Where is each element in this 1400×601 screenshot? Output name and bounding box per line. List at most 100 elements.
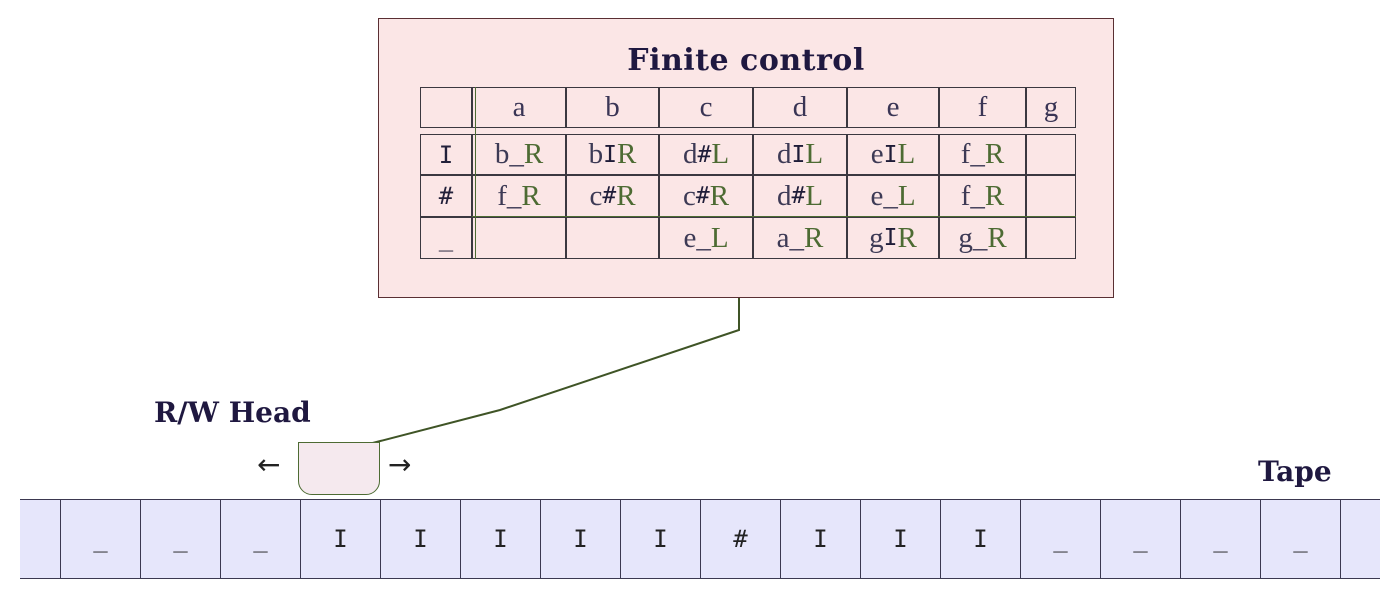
tape-cell: I: [940, 500, 1020, 578]
write-symbol: _: [789, 221, 805, 254]
next-state: d: [776, 138, 792, 170]
transition-cell: c#R: [659, 175, 753, 217]
transition-cell: e_L: [847, 175, 939, 217]
table-corner-cell: [420, 87, 472, 128]
write-symbol: _: [506, 179, 522, 212]
write-symbol: _: [970, 138, 985, 170]
tape-cell: I: [540, 500, 620, 578]
symbol-row-header: I: [420, 134, 472, 175]
write-symbol: I: [883, 141, 898, 168]
next-state: f: [960, 138, 971, 170]
write-symbol: _: [970, 179, 985, 212]
next-state: c: [589, 179, 603, 212]
move-direction: R: [804, 221, 824, 254]
next-state: f: [497, 179, 507, 212]
write-symbol: _: [972, 221, 988, 254]
write-symbol: _: [883, 179, 898, 212]
move-direction: L: [897, 138, 916, 170]
tape-cell: I: [620, 500, 700, 578]
move-direction: R: [616, 179, 636, 212]
transition-cell: [1026, 217, 1076, 259]
transition-cell: f_R: [939, 175, 1026, 217]
write-symbol: _: [509, 138, 524, 170]
next-state: c: [682, 179, 696, 212]
symbol-row-header: #: [420, 175, 472, 217]
tape-cell: _: [1180, 500, 1260, 578]
state-header-f: f: [939, 87, 1026, 128]
transition-cell: [1026, 134, 1076, 175]
state-header-e: e: [847, 87, 939, 128]
write-symbol: #: [695, 183, 710, 209]
tape-cell: _: [140, 500, 220, 578]
tape-label: Tape: [1258, 455, 1332, 488]
move-direction: R: [987, 221, 1007, 254]
state-header-d: d: [753, 87, 847, 128]
symbol-row-header: _: [420, 217, 472, 259]
next-state: d: [776, 179, 792, 212]
move-direction: L: [805, 179, 824, 212]
transition-cell: d#L: [753, 175, 847, 217]
move-direction: R: [897, 221, 917, 254]
head-label: R/W Head: [154, 396, 311, 429]
next-state: b: [588, 138, 604, 170]
write-symbol: #: [602, 183, 617, 209]
next-state: e: [870, 179, 884, 212]
move-direction: R: [523, 138, 544, 170]
write-symbol: #: [697, 141, 712, 168]
tape-cell: _: [1100, 500, 1180, 578]
move-direction: R: [709, 179, 730, 212]
write-symbol: I: [791, 141, 806, 168]
write-symbol: _: [696, 221, 711, 254]
tape-cell: _: [60, 500, 140, 578]
next-state: g: [958, 221, 973, 254]
state-header-b: b: [566, 87, 659, 128]
next-state: e: [870, 138, 884, 170]
transition-cell: f_R: [472, 175, 566, 217]
move-direction: L: [805, 138, 824, 170]
next-state: a: [776, 221, 790, 254]
table-row-separator: [472, 216, 1076, 217]
write-symbol: #: [791, 183, 806, 209]
next-state: f: [960, 179, 971, 212]
tape-cell: _: [1020, 500, 1100, 578]
next-state: b: [494, 138, 510, 170]
tape-cell: I: [300, 500, 380, 578]
tape-cell: _: [1260, 500, 1340, 578]
move-direction: L: [711, 138, 730, 170]
write-symbol: I: [883, 225, 898, 251]
tape-cell: I: [460, 500, 540, 578]
tape-cell: I: [380, 500, 460, 578]
finite-control-title: Finite control: [627, 43, 865, 78]
tape-cell: I: [860, 500, 940, 578]
rw-head: [298, 442, 380, 495]
transition-cell: b_R: [472, 134, 566, 175]
next-state: g: [869, 221, 884, 254]
state-header-c: c: [659, 87, 753, 128]
move-direction: R: [984, 138, 1005, 170]
transition-cell: d#L: [659, 134, 753, 175]
state-header-a: a: [472, 87, 566, 128]
table-double-rule: [475, 87, 476, 259]
tape-cell: I: [780, 500, 860, 578]
move-right-arrow-icon: →: [388, 448, 412, 481]
transition-cell: c#R: [566, 175, 659, 217]
next-state: d: [682, 138, 698, 170]
write-symbol: I: [603, 141, 617, 168]
move-direction: R: [617, 138, 637, 170]
tape-edge: [1340, 500, 1341, 578]
move-direction: R: [984, 179, 1005, 212]
control-head-connector: [337, 292, 740, 453]
move-left-arrow-icon: ←: [257, 448, 281, 481]
transition-cell: [472, 217, 566, 259]
move-direction: R: [521, 179, 541, 212]
move-direction: L: [897, 179, 916, 212]
move-direction: L: [710, 221, 729, 254]
transition-cell: g_R: [939, 217, 1026, 259]
transition-cell: e_L: [659, 217, 753, 259]
